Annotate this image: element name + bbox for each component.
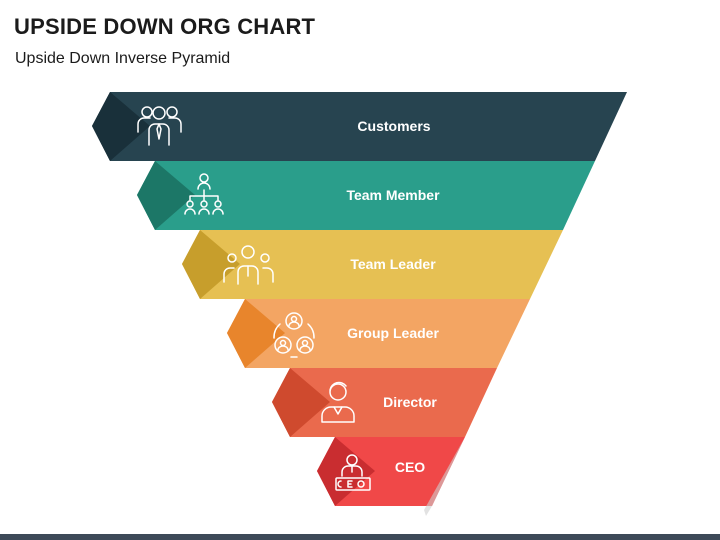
level-label: Director — [383, 394, 437, 410]
pyramid-level-team-member: Team Member — [137, 161, 595, 230]
level-arrow-shade — [137, 161, 195, 230]
level-label: Group Leader — [347, 325, 439, 341]
footer-bar — [0, 534, 720, 540]
level-arrow-shade — [272, 368, 330, 437]
pyramid-level-group-leader: Group Leader — [227, 299, 530, 368]
level-band — [92, 92, 627, 161]
level-band — [227, 299, 530, 368]
pyramid-level-team-leader: Team Leader — [182, 230, 563, 299]
level-band — [137, 161, 595, 230]
level-label: CEO — [395, 459, 425, 475]
level-label: Team Leader — [350, 256, 436, 272]
ceo-desk-icon — [335, 454, 371, 491]
team-leader-icon — [223, 245, 274, 285]
pyramid-level-ceo: CEO — [317, 437, 465, 506]
level-arrow-shade — [227, 299, 285, 368]
group-network-icon — [273, 312, 315, 358]
level-arrow-shade — [182, 230, 240, 299]
level-band — [182, 230, 563, 299]
team-hierarchy-icon — [184, 173, 224, 215]
pyramid-level-customers: Customers — [92, 92, 627, 161]
director-person-icon — [321, 381, 355, 423]
level-band — [272, 368, 497, 437]
pyramid-side-shadow — [424, 437, 465, 516]
level-arrow-shade — [317, 437, 375, 506]
page-subtitle: Upside Down Inverse Pyramid — [15, 50, 231, 67]
pyramid-level-director: Director — [272, 368, 497, 437]
level-label: Team Member — [346, 187, 440, 203]
customers-group-icon — [137, 106, 182, 146]
page-title: UPSIDE DOWN ORG CHART — [14, 14, 316, 39]
level-label: Customers — [357, 118, 430, 134]
level-arrow-shade — [92, 92, 150, 161]
